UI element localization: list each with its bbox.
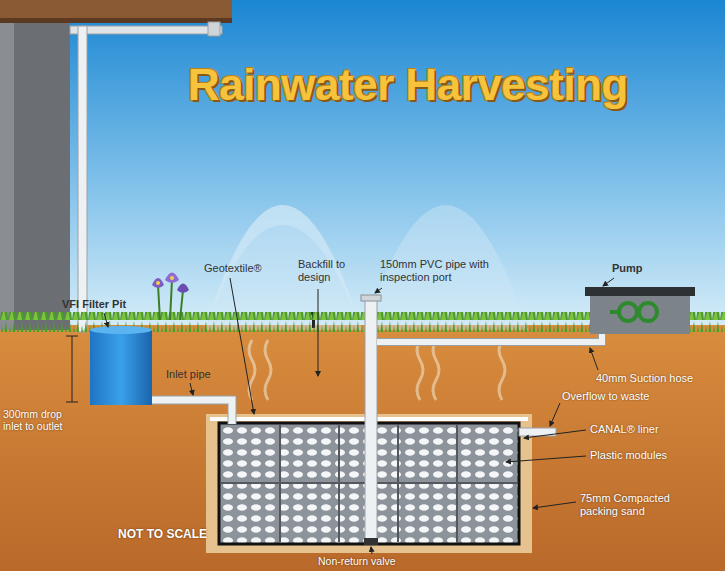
part-label: Backfill to design bbox=[298, 258, 360, 283]
inlet-pipe-fill bbox=[152, 400, 232, 424]
pvc-pipe bbox=[361, 295, 381, 545]
part-label: 40mm Suction hose bbox=[596, 372, 716, 385]
iris-flowers bbox=[152, 273, 189, 321]
part-label: 150mm PVC pipe with inspection port bbox=[380, 258, 520, 283]
sky bbox=[0, 0, 725, 330]
inlet-pipe bbox=[152, 400, 232, 424]
non-return-valve bbox=[364, 538, 378, 545]
filter-pit bbox=[90, 326, 152, 405]
part-label: Inlet pipe bbox=[166, 368, 211, 381]
part-label: Non-return valve bbox=[318, 555, 396, 567]
drop-dimension bbox=[66, 336, 78, 402]
diagram-title: Rainwater Harvesting bbox=[188, 60, 628, 110]
part-label: Overflow to waste bbox=[562, 390, 649, 403]
part-label: NOT TO SCALE bbox=[118, 528, 207, 542]
pump bbox=[585, 287, 695, 334]
part-label: Pump bbox=[612, 262, 643, 275]
building bbox=[0, 0, 232, 332]
leader-lines bbox=[104, 278, 614, 554]
soil bbox=[0, 325, 725, 571]
suction-hose bbox=[377, 334, 602, 342]
suction-hose-fill bbox=[377, 334, 602, 342]
part-label: VFI Filter Pit bbox=[62, 298, 126, 311]
part-label: Geotextile® bbox=[204, 262, 262, 275]
part-label: 300mm drop inlet to outlet bbox=[3, 408, 77, 432]
part-label: 75mm Compacted packing sand bbox=[580, 492, 700, 517]
part-label: Plastic modules bbox=[590, 449, 667, 462]
part-label: CANAL® liner bbox=[590, 423, 659, 436]
